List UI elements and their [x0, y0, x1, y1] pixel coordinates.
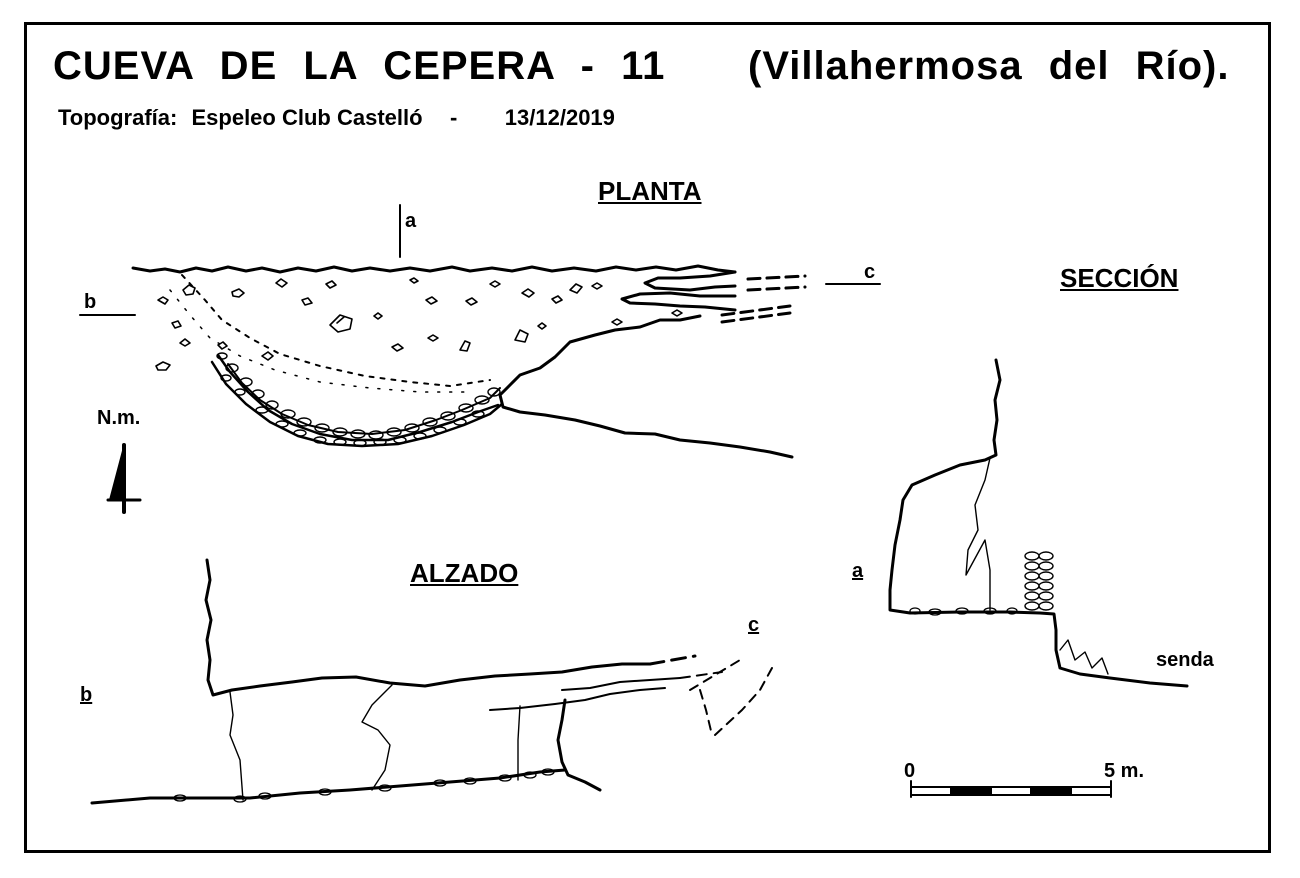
- credit-author: Espeleo Club Castelló: [191, 105, 423, 130]
- elevation-heading: ALZADO: [410, 558, 519, 588]
- section-cairn-wall: [1024, 551, 1054, 611]
- survey-credit: Topografía: Espeleo Club Castelló - 13/1…: [58, 107, 623, 129]
- marker-c-plan: c: [864, 261, 876, 283]
- cave-location: (Villahermosa del Río).: [748, 44, 1230, 88]
- scale-bar: [910, 780, 1112, 798]
- path-label: senda: [1156, 649, 1214, 671]
- plan-heading: PLANTA: [598, 176, 702, 206]
- credit-separator: -: [450, 105, 458, 130]
- marker-b-elevation: b: [80, 684, 93, 706]
- map-frame: [24, 22, 1271, 853]
- plan-rubble: [155, 277, 683, 371]
- section-view-outline: [888, 358, 1189, 688]
- section-floor-stones: [909, 607, 1018, 616]
- marker-a-plan: a: [405, 210, 417, 232]
- elevation-view-outline: [90, 558, 773, 805]
- plan-cairn-stones: [216, 352, 501, 447]
- marker-b-plan: b: [84, 291, 97, 313]
- north-arrow-icon: [106, 443, 142, 514]
- cave-title: CUEVA DE LA CEPERA - 11: [53, 44, 666, 88]
- north-label: N.m.: [97, 407, 141, 429]
- elevation-floor-stones: [173, 768, 555, 803]
- plan-view-outline: [131, 264, 807, 459]
- marker-a-section: a: [852, 560, 864, 582]
- credit-label: Topografía:: [58, 105, 178, 130]
- credit-date: 13/12/2019: [504, 105, 615, 130]
- section-heading: SECCIÓN: [1060, 263, 1179, 293]
- marker-c-elevation: c: [748, 614, 760, 636]
- scale-start-label: 0: [904, 760, 916, 782]
- scale-end-label: 5 m.: [1104, 760, 1145, 782]
